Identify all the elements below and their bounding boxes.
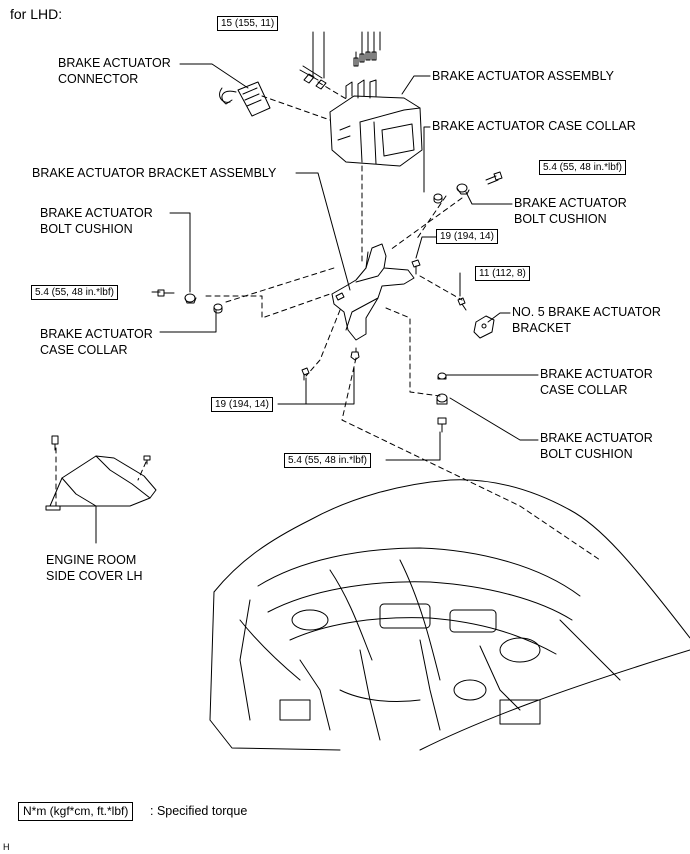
label-brake-actuator-case-collar-lower: BRAKE ACTUATOR CASE COLLAR	[540, 367, 653, 397]
label-brake-actuator-bolt-cushion-lower: BRAKE ACTUATOR BOLT CUSHION	[540, 431, 653, 461]
page-title: for LHD:	[10, 6, 63, 22]
legend-text: : Specified torque	[150, 804, 248, 818]
torque-brake-lines: 15 (155, 11)	[217, 16, 279, 31]
label-brake-actuator-case-collar-left: BRAKE ACTUATOR CASE COLLAR	[40, 327, 153, 357]
legend-unit-box: N*m (kgf*cm, ft.*lbf)	[18, 802, 134, 821]
figure-code: H	[3, 842, 10, 852]
label-brake-actuator-case-collar-top: BRAKE ACTUATOR CASE COLLAR	[432, 119, 636, 133]
brake-line-fittings	[299, 45, 377, 90]
label-brake-actuator-assembly: BRAKE ACTUATOR ASSEMBLY	[432, 69, 615, 83]
torque-left-bolt: 5.4 (55, 48 in.*lbf)	[31, 285, 118, 300]
label-engine-room-side-cover-lh: ENGINE ROOM SIDE COVER LH	[46, 553, 143, 583]
label-no5-brake-actuator-bracket: NO. 5 BRAKE ACTUATOR BRACKET	[512, 305, 661, 335]
brake-actuator-connector	[219, 81, 271, 117]
brake-actuator-bracket-assembly	[331, 243, 415, 341]
torque-no5-bolt: 11 (112, 8)	[475, 266, 530, 281]
torque-lower-bolt: 5.4 (55, 48 in.*lbf)	[284, 453, 371, 468]
torque-right-bolt: 5.4 (55, 48 in.*lbf)	[539, 160, 626, 175]
brake-actuator-assembly	[329, 79, 423, 167]
label-brake-actuator-bolt-cushion-left: BRAKE ACTUATOR BOLT CUSHION	[40, 206, 153, 236]
engine-compartment	[209, 479, 690, 751]
engine-room-side-cover-lh	[45, 435, 157, 511]
label-brake-actuator-connector: BRAKE ACTUATOR CONNECTOR	[58, 56, 171, 86]
torque-lower-bracket-bolts: 19 (194, 14)	[211, 397, 273, 412]
no5-brake-actuator-bracket	[473, 315, 495, 339]
label-brake-actuator-bracket-assembly: BRAKE ACTUATOR BRACKET ASSEMBLY	[32, 166, 277, 180]
hardware	[157, 171, 503, 433]
installation-dashed-lines	[55, 81, 601, 561]
label-brake-actuator-bolt-cushion-right: BRAKE ACTUATOR BOLT CUSHION	[514, 196, 627, 226]
torque-bracket-bolt: 19 (194, 14)	[436, 229, 498, 244]
leader-lines	[95, 31, 539, 544]
